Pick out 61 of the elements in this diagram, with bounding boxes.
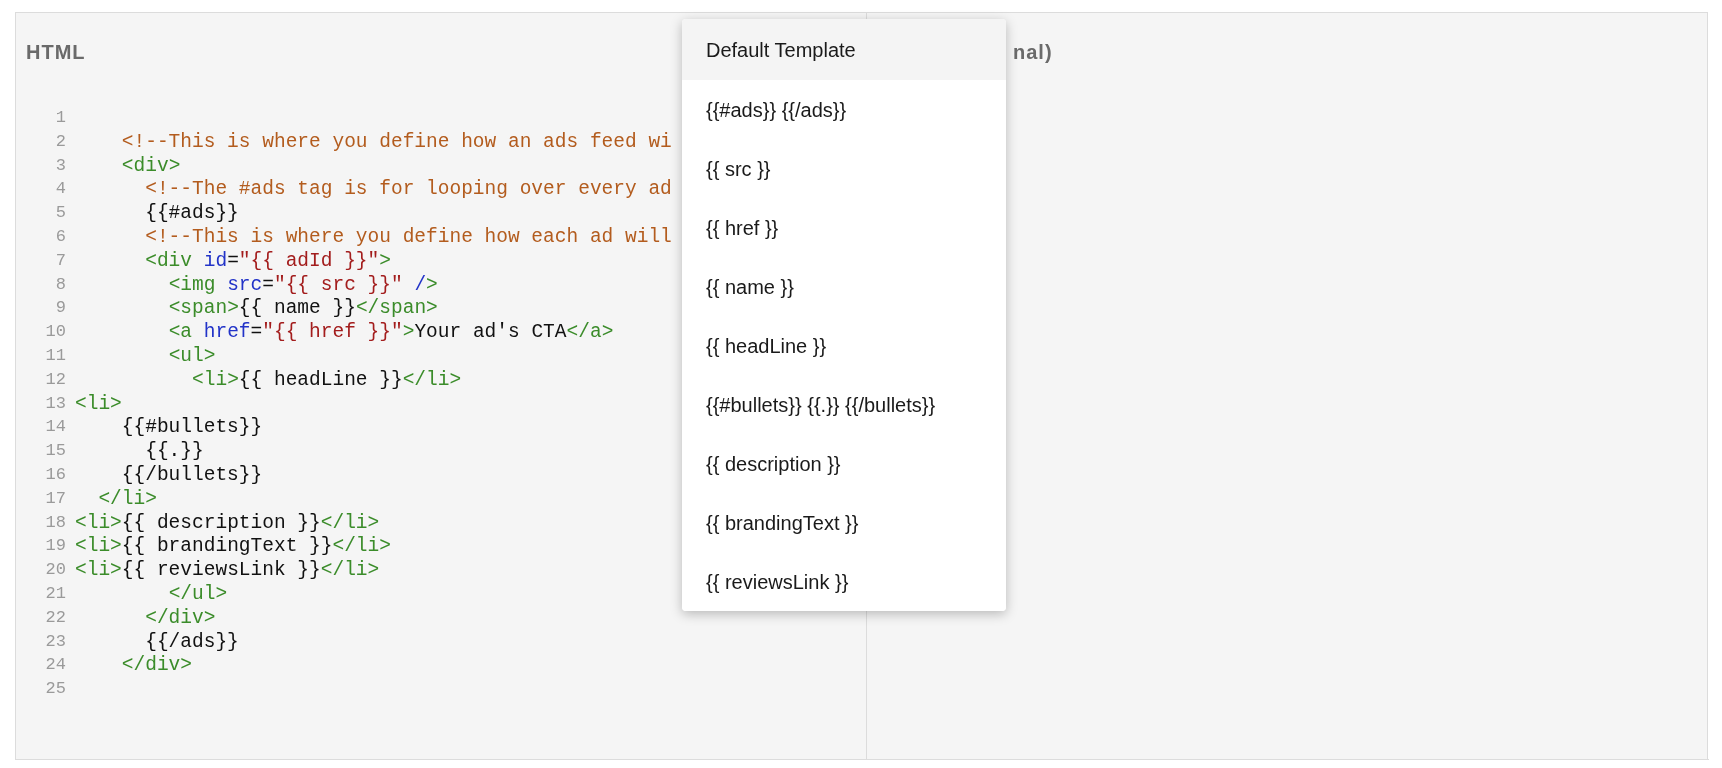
line-number: 25	[44, 678, 66, 701]
code-line: <div id="{{ adId }}">	[144, 248, 391, 273]
dropdown-menu	[682, 19, 1006, 611]
line-number: 6	[54, 226, 66, 248]
line-number: 22	[44, 606, 66, 629]
code-line: <li>{{ reviewsLink }}</li>	[75, 558, 380, 583]
code-line: </ul>	[167, 582, 228, 606]
menu-item: {{#ads}} {{/ads}}	[682, 80, 1006, 139]
line-number: 1	[54, 107, 66, 129]
panel-title: HTML	[26, 40, 86, 65]
code-line: {{/ads}}	[144, 629, 239, 654]
code-line: <!--This is where you define how an ads feed wi	[120, 129, 672, 154]
code-line: <ul>	[167, 344, 216, 368]
code-line: <!--The #ads tag is for looping over every ad	[144, 177, 672, 202]
line-number: 23	[44, 630, 66, 653]
code-line: <li>{{ headLine }}</li>	[191, 367, 462, 392]
line-number: 12	[44, 368, 66, 391]
code-line: <img src="{{ src }}" />	[167, 272, 438, 297]
code-line: {{/bullets}}	[120, 463, 263, 487]
line-number: 21	[44, 583, 66, 605]
line-number: 15	[44, 440, 66, 463]
line-number: 20	[44, 559, 66, 582]
code-line: </div>	[144, 605, 216, 630]
menu-item: {{ reviewsLink }}	[682, 552, 1006, 611]
code-line: <span>{{ name }}</span>	[167, 296, 438, 321]
code-line: {{#ads}}	[144, 201, 239, 226]
code-line: {{#bullets}}	[120, 415, 263, 440]
line-number: 13	[44, 392, 66, 415]
line-number: 17	[44, 487, 66, 510]
menu-item: {{ brandingText }}	[682, 493, 1006, 552]
line-number: 24	[44, 654, 66, 677]
code-line: {{.}}	[144, 439, 204, 464]
menu-item: Default Template	[682, 19, 1006, 80]
line-number: 19	[44, 535, 66, 558]
line-number: 7	[54, 249, 66, 272]
line-number: 4	[54, 178, 66, 201]
menu-item: {{ description }}	[682, 434, 1006, 493]
code-line: <li>{{ description }}</li>	[75, 510, 380, 535]
menu-item: {{ src }}	[682, 139, 1006, 198]
line-number: 2	[54, 130, 66, 153]
line-number: 16	[44, 464, 66, 486]
line-number: 9	[54, 297, 66, 320]
line-number: 14	[44, 416, 66, 439]
code-line: <li>	[75, 391, 122, 416]
code-line: </li>	[97, 486, 157, 511]
line-number: 11	[44, 345, 66, 367]
line-number: 5	[54, 202, 66, 225]
code-line: </div>	[120, 653, 193, 678]
menu-item: {{#bullets}} {{.}} {{/bullets}}	[682, 375, 1006, 434]
code-line: <div>	[120, 153, 181, 178]
line-number: 10	[44, 321, 66, 344]
line-number: 8	[54, 273, 66, 296]
line-number: 18	[44, 511, 66, 534]
line-number: 3	[54, 154, 66, 177]
menu-item: {{ name }}	[682, 257, 1006, 316]
menu-item: {{ headLine }}	[682, 316, 1006, 375]
code-line: <!--This is where you define how each ad will	[144, 225, 672, 249]
code-line: <a href="{{ href }}">Your ad's CTA</a>	[167, 320, 614, 345]
panel-title: nal)	[1013, 40, 1053, 65]
code-line: <li>{{ brandingText }}</li>	[75, 534, 391, 559]
menu-item: {{ href }}	[682, 198, 1006, 257]
